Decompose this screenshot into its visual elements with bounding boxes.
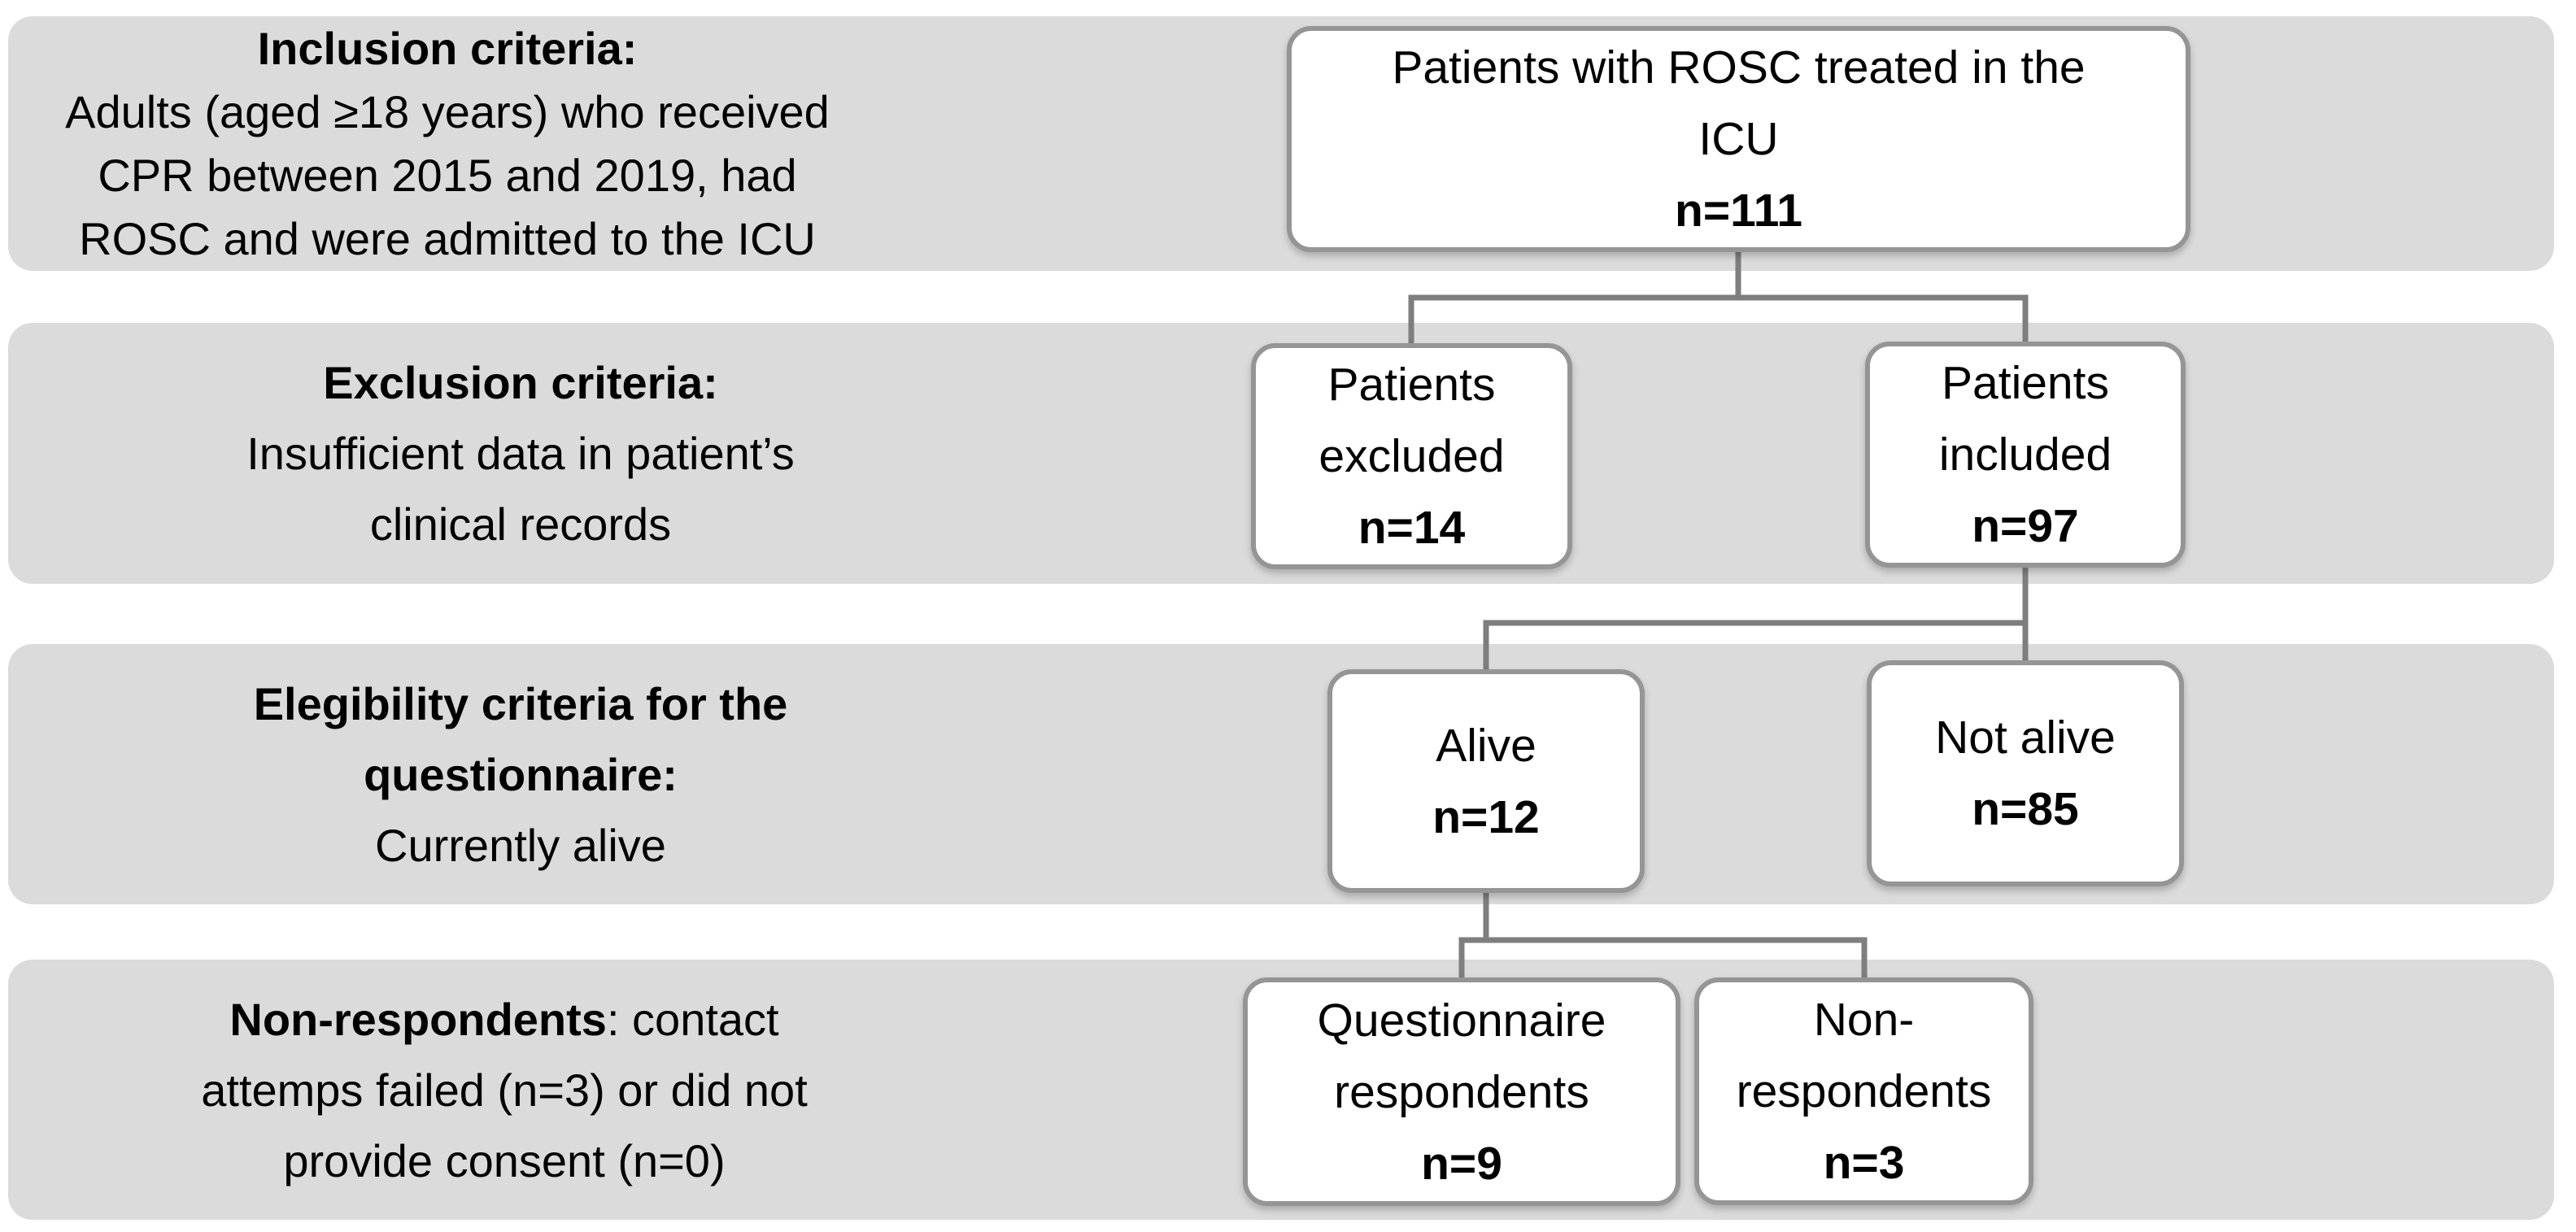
box-label: respondents <box>1334 1065 1589 1118</box>
criteria-body-line: Adults (aged ≥18 years) who received <box>65 85 830 137</box>
flow-box-alive: Alive n=12 <box>1327 669 1645 893</box>
box-label: Patients with ROSC treated in the <box>1392 41 2086 94</box>
criteria-body-line: ROSC and were admitted to the ICU <box>79 212 816 264</box>
box-count: n=3 <box>1823 1137 1905 1189</box>
box-count: n=14 <box>1358 502 1466 554</box>
box-label: included <box>1938 429 2112 481</box>
box-count: n=97 <box>1972 500 2079 552</box>
criteria-heading: Elegibility criteria for the <box>253 677 788 729</box>
criteria-text-nonrespondents: Non-respondents: contact attemps failed … <box>122 960 887 1220</box>
box-label: Not alive <box>1935 712 2116 764</box>
box-count: n=85 <box>1972 783 2079 835</box>
criteria-text-eligibility: Elegibility criteria for the questionnai… <box>155 644 887 904</box>
criteria-body-line: Insufficient data in patient’s <box>246 428 795 479</box>
box-label: Non- <box>1813 994 1915 1046</box>
box-label: excluded <box>1319 430 1505 482</box>
criteria-body-line: attemps failed (n=3) or did not <box>201 1064 808 1116</box>
flow-box-non-respondents: Non- respondents n=3 <box>1694 977 2033 1205</box>
criteria-heading: questionnaire: <box>364 748 678 800</box>
box-label: Patients <box>1327 359 1496 411</box>
criteria-body-line: provide consent (n=0) <box>283 1134 726 1186</box>
criteria-lead-rest: : contact <box>606 993 779 1045</box>
flow-box-questionnaire-respondents: Questionnaire respondents n=9 <box>1243 977 1680 1206</box>
criteria-heading: Inclusion criteria: <box>257 22 638 74</box>
box-label: ICU <box>1698 113 1779 165</box>
box-label: respondents <box>1736 1065 1992 1117</box>
box-count: n=111 <box>1675 185 1802 237</box>
flow-box-patients-excluded: Patients excluded n=14 <box>1251 343 1572 569</box>
criteria-body-line: Currently alive <box>375 819 666 871</box>
criteria-heading: Non-respondents <box>229 993 607 1045</box>
criteria-lead-line: Non-respondents: contact <box>229 984 778 1055</box>
criteria-text-inclusion: Inclusion criteria: Adults (aged ≥18 yea… <box>8 16 887 271</box>
criteria-body-line: CPR between 2015 and 2019, had <box>98 149 797 201</box>
criteria-heading: Exclusion criteria: <box>323 357 718 408</box>
box-label: Patients <box>1942 357 2109 409</box>
criteria-text-exclusion: Exclusion criteria: Insufficient data in… <box>155 323 887 584</box>
box-count: n=12 <box>1432 790 1540 843</box>
flow-box-rosc-icu: Patients with ROSC treated in the ICU n=… <box>1287 26 2190 252</box>
box-label: Alive <box>1436 719 1536 772</box>
criteria-body-line: clinical records <box>369 498 672 550</box>
flow-box-patients-included: Patients included n=97 <box>1865 342 2186 568</box>
flow-box-not-alive: Not alive n=85 <box>1867 660 2184 886</box>
box-label: Questionnaire <box>1317 994 1606 1047</box>
box-count: n=9 <box>1421 1137 1502 1190</box>
